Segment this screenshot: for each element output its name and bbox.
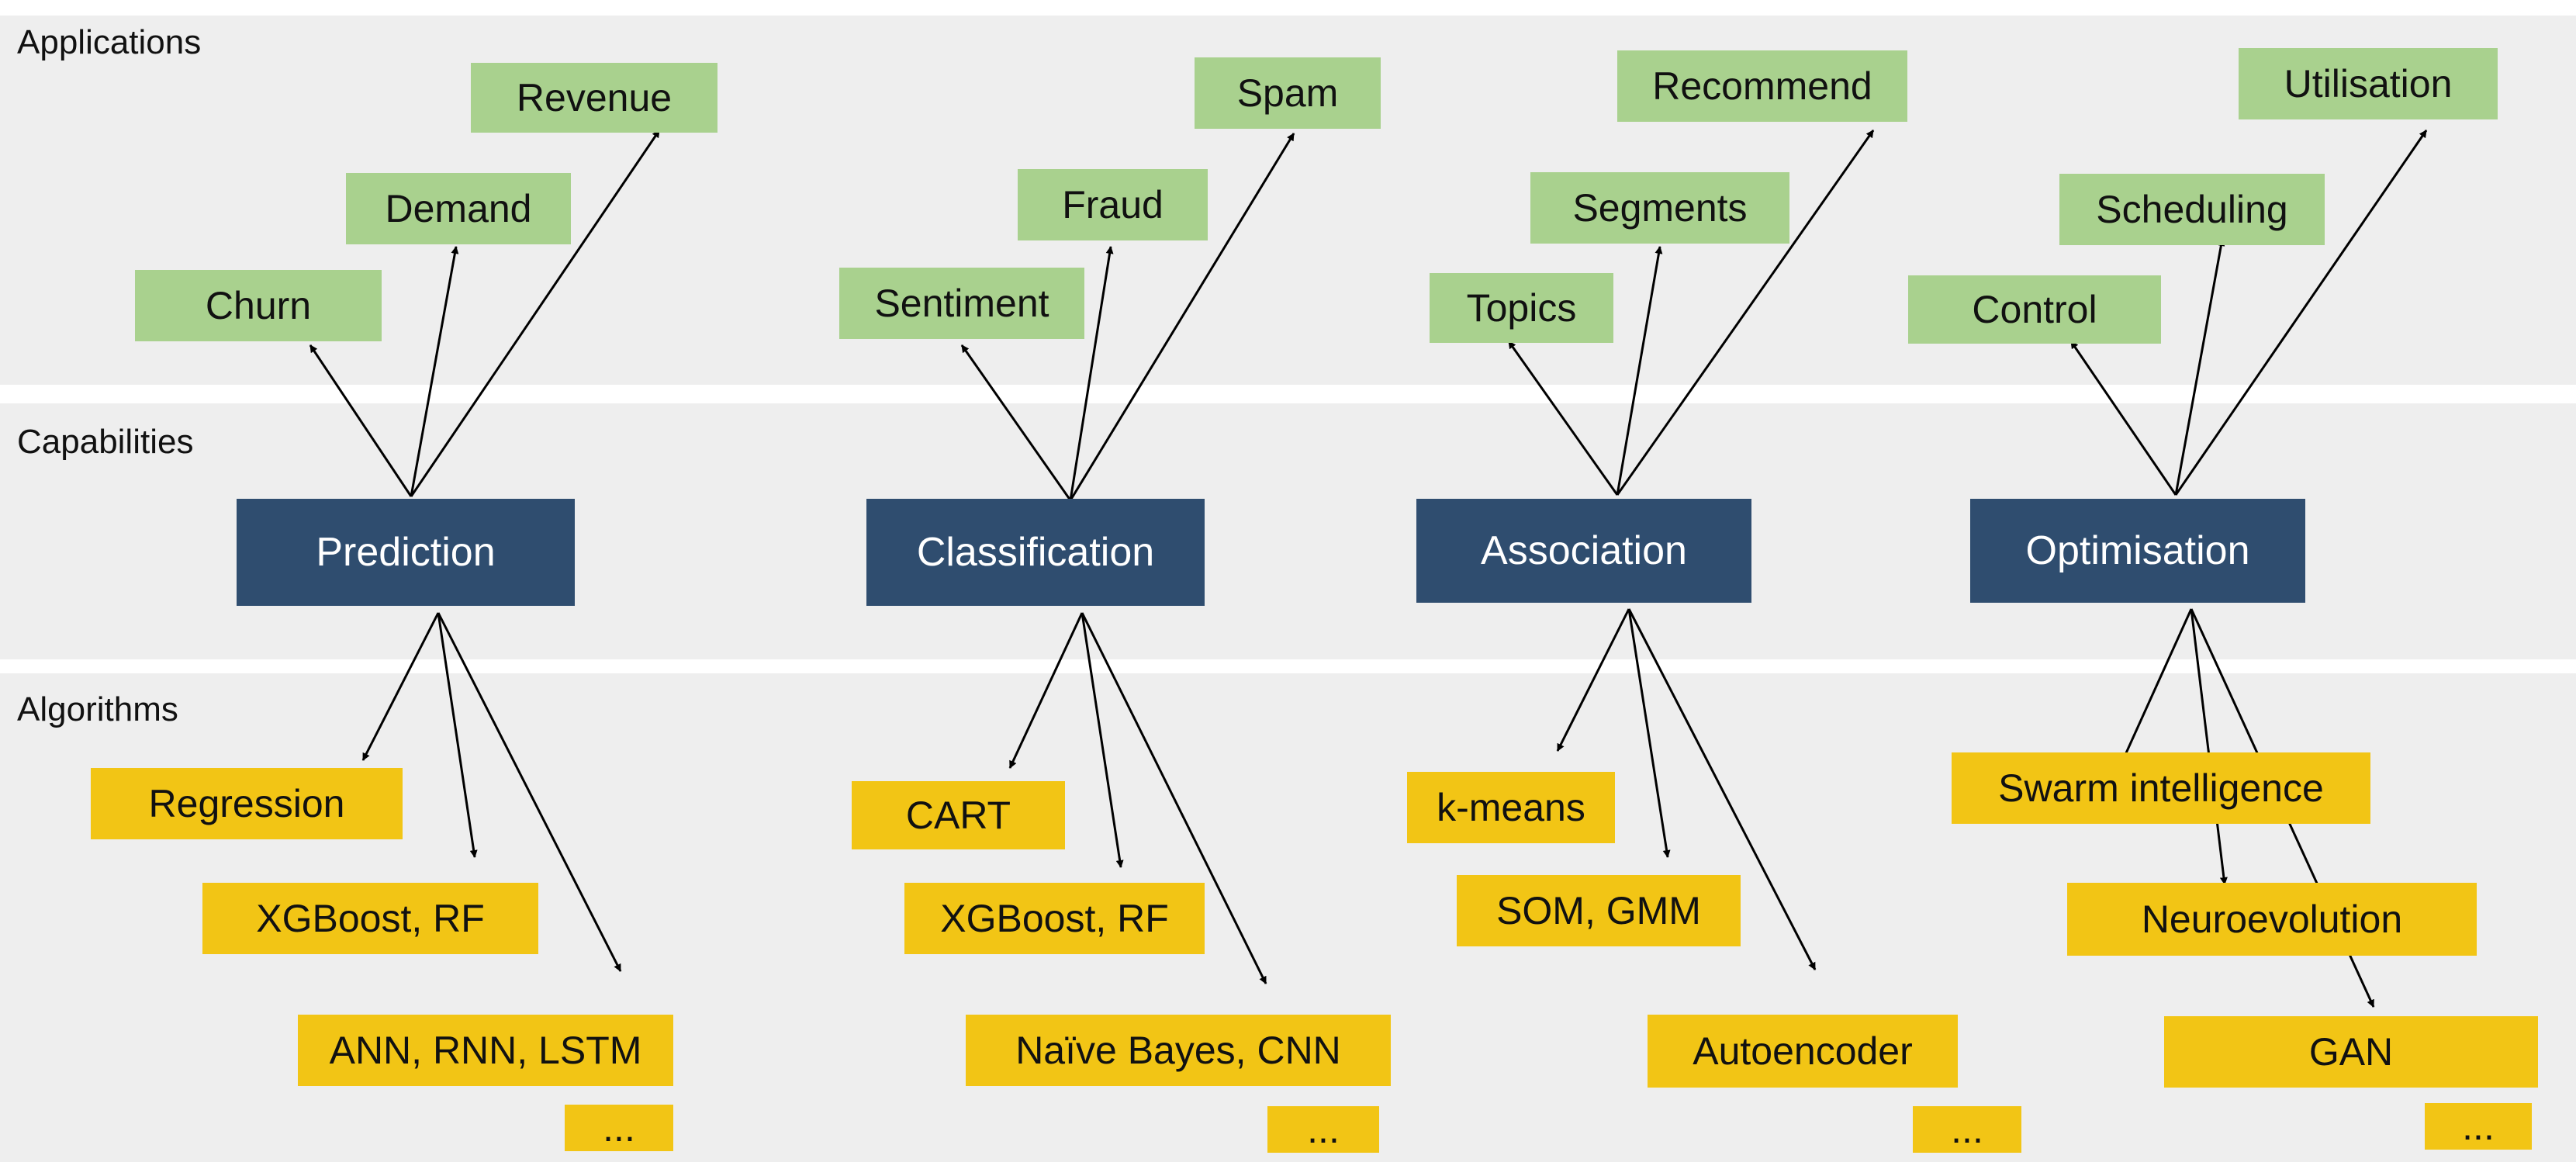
alg-prediction-more: ...: [565, 1105, 673, 1151]
arrow-prediction-regression: [361, 612, 440, 761]
app-segments: Segments: [1530, 172, 1789, 244]
capability-prediction: Prediction: [237, 499, 575, 606]
arrow-optimisation-utilisation: [2174, 130, 2428, 496]
alg-k-means: k-means: [1407, 772, 1615, 843]
app-scheduling: Scheduling: [2059, 174, 2325, 245]
alg-optimisation-more: ...: [2425, 1103, 2532, 1150]
arrow-association-recommend: [1616, 130, 1875, 496]
arrow-prediction-xgboost: [437, 612, 478, 858]
app-control: Control: [1908, 275, 2161, 344]
arrow-prediction-demand: [410, 246, 459, 497]
capabilities-band-label: Capabilities: [17, 423, 194, 461]
arrow-classification-fraud: [1069, 246, 1114, 501]
alg-cart: CART: [852, 781, 1065, 849]
capability-association: Association: [1416, 499, 1751, 603]
algorithms-band-label: Algorithms: [17, 690, 178, 728]
applications-band-label: Applications: [17, 23, 202, 61]
alg-ann-rnn-lstm: ANN, RNN, LSTM: [298, 1015, 673, 1086]
arrow-optimisation-neuroevolution: [2190, 608, 2228, 885]
arrow-classification-spam: [1069, 133, 1295, 501]
arrow-classification-naive-bayes: [1081, 612, 1267, 984]
alg-naive-bayes-cnn: Naïve Bayes, CNN: [966, 1015, 1391, 1086]
arrow-association-autoencoder: [1627, 608, 1817, 970]
app-spam: Spam: [1195, 57, 1381, 129]
arrow-optimisation-swarm: [2116, 608, 2193, 773]
arrow-prediction-churn: [309, 344, 413, 497]
app-recommend: Recommend: [1617, 50, 1907, 122]
arrow-classification-sentiment: [960, 344, 1072, 501]
arrow-prediction-revenue: [410, 130, 661, 497]
arrow-prediction-ann: [437, 612, 622, 972]
alg-swarm-intelligence: Swarm intelligence: [1952, 752, 2370, 824]
alg-autoencoder: Autoencoder: [1648, 1015, 1958, 1088]
alg-gan: GAN: [2164, 1016, 2538, 1088]
arrow-association-som: [1627, 608, 1671, 858]
arrow-classification-xgboost: [1081, 612, 1124, 868]
alg-association-more: ...: [1913, 1106, 2021, 1153]
arrow-association-kmeans: [1556, 608, 1630, 752]
app-revenue: Revenue: [471, 63, 717, 133]
app-fraud: Fraud: [1018, 169, 1208, 240]
capability-optimisation: Optimisation: [1970, 499, 2305, 603]
arrow-classification-cart: [1008, 612, 1084, 769]
app-topics: Topics: [1430, 273, 1613, 343]
alg-classification-xgboost-rf: XGBoost, RF: [904, 883, 1205, 954]
app-churn: Churn: [135, 270, 382, 341]
arrow-optimisation-scheduling: [2174, 238, 2225, 496]
arrow-association-segments: [1616, 246, 1663, 496]
alg-prediction-xgboost-rf: XGBoost, RF: [202, 883, 538, 954]
capability-classification: Classification: [866, 499, 1205, 606]
arrow-association-topics: [1507, 341, 1619, 496]
alg-neuroevolution: Neuroevolution: [2067, 883, 2477, 956]
arrow-optimisation-control: [2069, 341, 2177, 496]
alg-regression: Regression: [91, 768, 403, 839]
alg-classification-more: ...: [1267, 1106, 1379, 1153]
app-utilisation: Utilisation: [2239, 48, 2498, 119]
alg-som-gmm: SOM, GMM: [1457, 875, 1741, 946]
app-sentiment: Sentiment: [839, 268, 1084, 339]
app-demand: Demand: [346, 173, 571, 244]
